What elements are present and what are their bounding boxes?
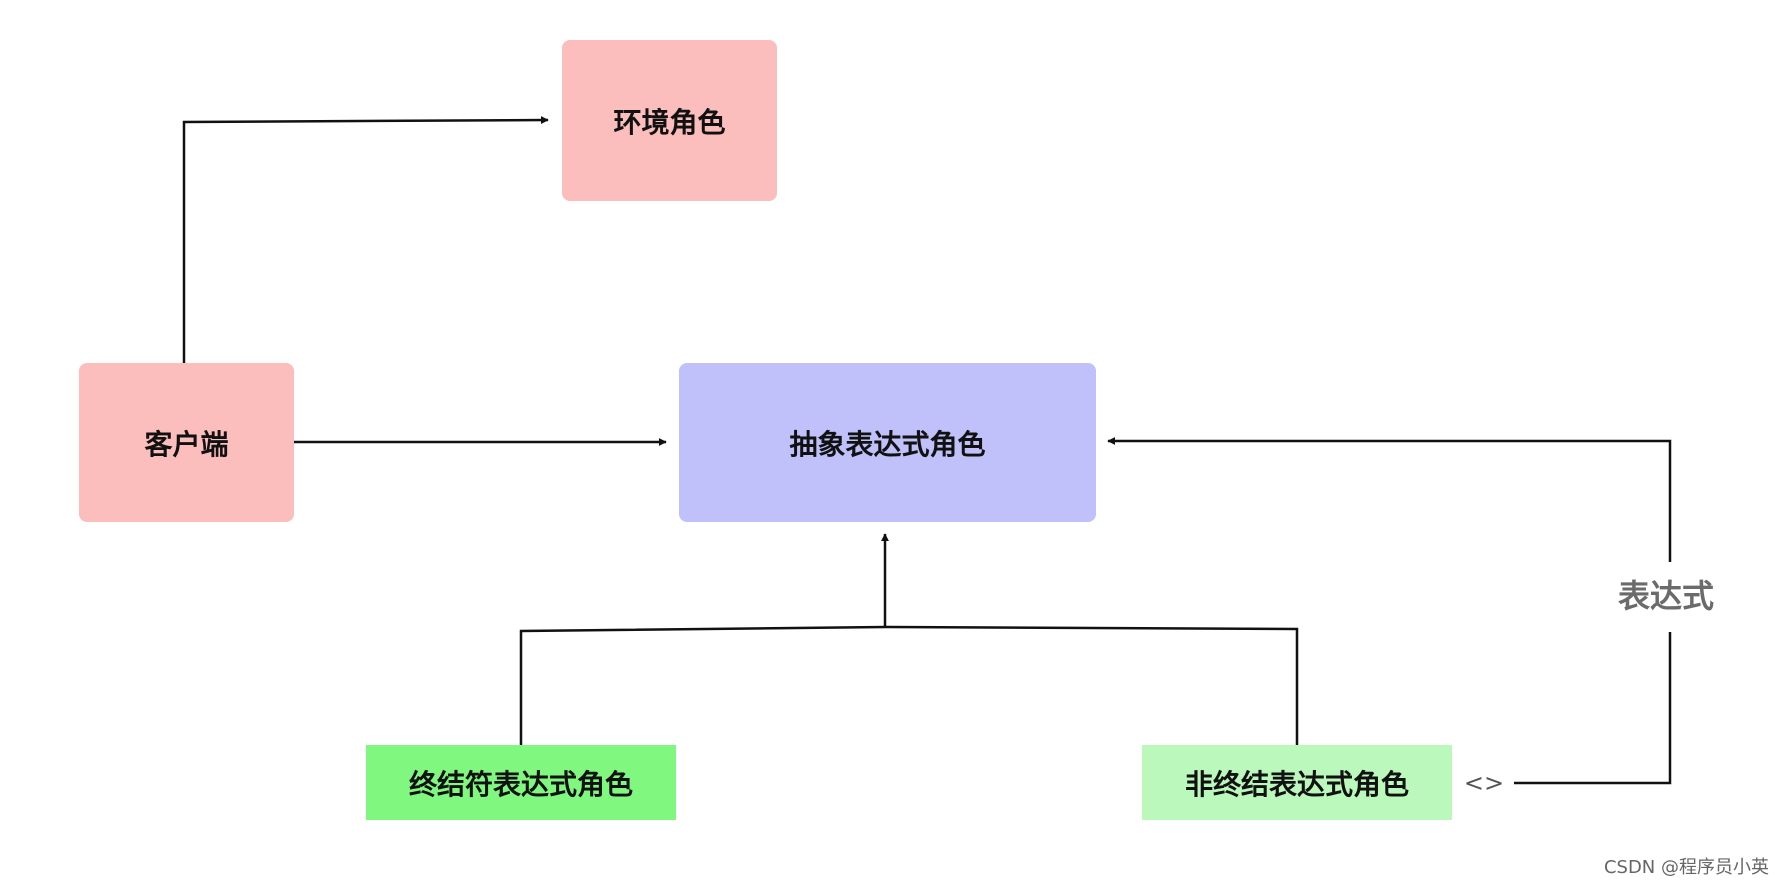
edge-aggregation-lower — [1514, 632, 1672, 785]
client-label: 客户端 — [144, 427, 229, 461]
env-role-label: 环境角色 — [613, 105, 726, 139]
edge-terminal-branch — [519, 625, 886, 745]
edge-aggregation-upper — [1107, 437, 1672, 562]
client-box: 客户端 — [79, 363, 294, 522]
aggregation-edge-label: 表达式 — [1610, 568, 1722, 624]
aggregation-end-marker: <> — [1459, 768, 1509, 798]
nonterminal-expression-box: 非终结表达式角色 — [1142, 745, 1452, 820]
terminal-expression-box: 终结符表达式角色 — [366, 745, 676, 820]
edge-client-to-env — [182, 116, 549, 363]
watermark-text: CSDN @程序员小英 — [1603, 857, 1769, 878]
abstract-expression-label: 抽象表达式角色 — [789, 427, 986, 461]
edge-nonterminal-branch — [884, 625, 1299, 745]
env-role-box: 环境角色 — [562, 40, 777, 201]
nonterminal-expression-label: 非终结表达式角色 — [1184, 767, 1409, 801]
terminal-expression-label: 终结符表达式角色 — [408, 767, 633, 801]
abstract-expression-box: 抽象表达式角色 — [679, 363, 1096, 522]
